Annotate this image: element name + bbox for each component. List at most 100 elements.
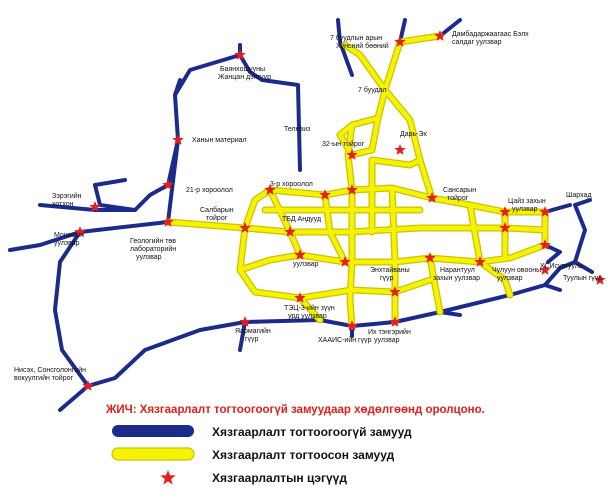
yellow-road — [342, 42, 388, 93]
label-monos: Моносын — [54, 232, 84, 239]
label-monos-2: уулзвар — [54, 240, 80, 247]
legend-unrestricted-label: Хязгаарлалт тогтоогоогүй замууд — [212, 425, 412, 439]
checkpoint-star-1 — [394, 36, 406, 47]
blue-road — [336, 18, 354, 77]
label-khsi: ХСИсургууль — [540, 263, 583, 270]
checkpoint-star-24 — [389, 286, 401, 297]
yellow-road — [345, 39, 403, 193]
blue-road — [38, 203, 137, 212]
label-khaais: ХААИС-ийн гүүр — [318, 336, 372, 344]
legend-unrestricted-swatch — [112, 425, 194, 437]
label-enkh: Энхтайваны — [370, 266, 410, 274]
checkpoint-star-10 — [284, 226, 296, 237]
yellow-road — [397, 33, 443, 45]
yellow-road — [237, 225, 323, 323]
legend-restricted-label: Хязгаарлалт тогтоосон замууд — [212, 448, 395, 462]
checkpoint-star-3 — [234, 49, 246, 60]
label-sansar-2: тойрог — [447, 194, 469, 202]
checkpoint-star-17 — [499, 222, 511, 233]
label-geology-2: лабораторийн — [130, 245, 176, 253]
label-uvzar: уулзвар — [293, 261, 319, 268]
legend-star-icon — [160, 470, 176, 485]
yellow-road — [389, 185, 398, 325]
yellow-road — [467, 202, 483, 265]
yellow-road — [322, 192, 348, 265]
checkpoint-star-18 — [539, 239, 551, 250]
label-narantuul: Нарантуул — [440, 267, 475, 274]
blue-road — [238, 320, 247, 352]
checkpoint-stars — [74, 30, 606, 391]
blue-road — [86, 260, 594, 388]
label-geology: Геологийн төв — [130, 237, 176, 245]
label-dari-ekh: Дарь-Эх — [400, 131, 428, 138]
label-nisekh: Нисэх, Сонсголонгийн — [14, 366, 86, 374]
label-chuluun-2: уулзвар — [497, 275, 523, 282]
label-bayankhoshuu-2: Жанцан дэнгүүр — [218, 74, 271, 81]
yellow-road — [287, 229, 303, 258]
checkpoint-star-16 — [539, 206, 551, 217]
label-tsaiz: Цайз захын — [508, 197, 546, 205]
label-sansar: Сансарын — [443, 187, 476, 194]
label-khanyn-material: Ханын материал — [192, 137, 247, 144]
checkpoint-star-32 — [394, 144, 406, 155]
checkpoint-star-8 — [74, 226, 86, 237]
legend-restricted-swatch — [111, 447, 195, 461]
label-khunsnii: Хүнсний бөөний — [336, 42, 389, 50]
label-salbar-2: тойрог — [206, 214, 228, 222]
checkpoint-star-26 — [346, 320, 358, 331]
label-televiz: Телевиз — [284, 126, 310, 133]
label-chuluun: Чулуун овооны — [492, 267, 541, 274]
checkpoint-star-29 — [539, 264, 551, 275]
yellow-road — [382, 87, 435, 201]
blue-road — [8, 220, 170, 252]
checkpoint-star-15 — [499, 206, 511, 217]
blue-road — [543, 243, 562, 264]
label-ikh-tenger: Их тэнгэрийн — [368, 328, 411, 336]
yellow-road — [477, 259, 513, 298]
label-ikh-tenger-2: уулзвар — [374, 337, 400, 344]
label-yarmag: Яармагийн — [235, 327, 271, 335]
checkpoint-star-23 — [294, 292, 306, 303]
checkpoint-star-22 — [474, 256, 486, 267]
label-tsaiz-2: уулзвар — [512, 206, 538, 213]
checkpoint-star-2 — [434, 30, 446, 41]
label-nisekh-2: вокуулгийн тойрог — [14, 374, 74, 382]
label-yarmag-2: гүүр — [245, 336, 259, 343]
label-bayankhoshuu: Баянхошууны — [220, 66, 265, 73]
label-tets3-2: урд уулзвар — [288, 313, 327, 320]
checkpoint-star-19 — [294, 249, 306, 260]
place-labels: 7 буудлын арын Хүнсний бөөний Дамбадаржа… — [14, 30, 602, 382]
checkpoint-star-21 — [424, 252, 436, 263]
blue-road — [438, 18, 462, 38]
label-salbar: Салбарын — [200, 206, 234, 214]
checkpoint-star-7 — [162, 216, 174, 227]
label-tets3: ТЭЦ-3-ийн зүүн — [284, 304, 335, 312]
blue-road — [53, 230, 90, 412]
blue-road — [573, 198, 592, 264]
checkpoint-star-14 — [426, 192, 438, 203]
map-note: ЖИЧ: Хязгаарлалт тогтоогоогүй замуудаар … — [105, 404, 485, 416]
label-dambadarjaa: Дамбадаржаагаас Бэлх — [452, 30, 529, 38]
yellow-road — [369, 157, 423, 168]
unrestricted-roads — [8, 18, 594, 412]
yellow-road — [427, 255, 443, 315]
checkpoint-star-25 — [239, 316, 251, 327]
blue-road — [93, 138, 180, 212]
checkpoint-star-4 — [172, 134, 184, 145]
label-narantuul-2: захын уулзвар — [433, 275, 480, 282]
label-tuul: Туулын гүүр — [563, 275, 602, 282]
label-zurgen: Зэрэгийн — [52, 192, 82, 200]
checkpoint-star-30 — [594, 274, 606, 285]
yellow-road — [242, 197, 258, 231]
checkpoint-star-6 — [89, 201, 101, 212]
checkpoint-star-13 — [346, 184, 358, 195]
checkpoint-star-11 — [264, 184, 276, 195]
checkpoint-star-5 — [162, 179, 174, 190]
checkpoint-star-31 — [346, 149, 358, 160]
yellow-road — [347, 187, 355, 329]
label-dambadarjaa-2: салдаг уулзвар — [452, 39, 502, 46]
label-32: 32-ын тойрог — [322, 140, 365, 148]
legend-checkpoint-label: Хязгаарлалтын цэгүүд — [212, 471, 347, 485]
